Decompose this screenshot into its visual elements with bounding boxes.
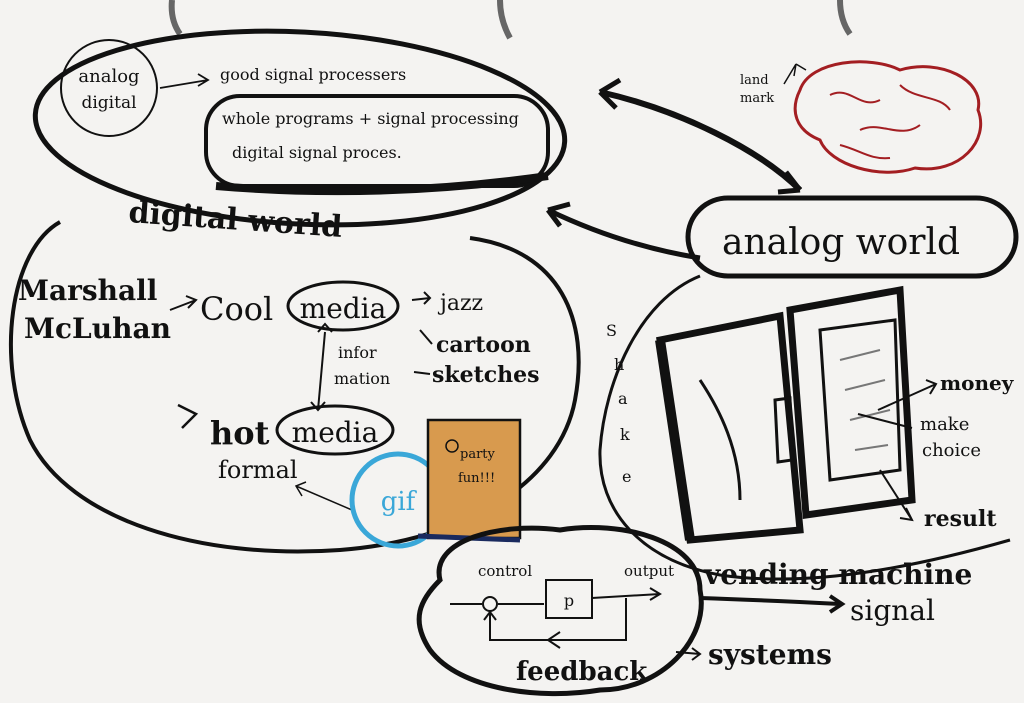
signal-text: signal [850,594,935,627]
hot-media-text: media [292,416,379,449]
shake-letter: e [622,467,631,486]
digital-world-outline [32,28,568,228]
vending-machine-title: vending machine [703,558,972,591]
sketches-text: sketches [432,362,540,388]
plant-box [545,579,593,619]
dsp-text: digital signal proces. [232,143,402,162]
gif-text: gif [381,487,418,517]
result-text: result [924,506,997,532]
card-party-text: party [460,447,496,462]
digital-world-title: digital world [127,195,343,245]
cartoon-text: cartoon [436,332,531,358]
analog-digital-circle [60,39,158,137]
feedback-text: feedback [516,657,648,687]
money-text: money [940,371,1015,395]
hot-text: hot [210,414,270,452]
choice-text: choice [922,440,981,461]
control-text: control [478,562,532,580]
circle-digital-text: digital [81,93,136,113]
shake-letter: a [618,389,628,408]
shake-letter: S [606,321,617,340]
arrow-to-jazz [411,291,432,305]
vending-machine-drawing [655,285,916,544]
cool-media-oval [286,280,400,332]
landmark-arrow [783,63,807,85]
make-text: make [920,414,969,435]
media-region-outline [8,220,581,554]
jazz-text: jazz [437,291,483,316]
arrow-to-signal [699,594,846,614]
p-text: p [564,591,574,610]
mcluhan-text: McLuhan [24,312,171,345]
information-arrow [310,322,333,412]
summing-junction [482,596,498,612]
hot-media-oval [275,404,395,456]
cool-media-text: media [300,292,387,325]
arrow-to-choice [857,413,913,429]
arrow-to-sketches [413,371,431,375]
feedback-arrowhead [546,631,561,649]
arrowhead-upper-left [598,77,622,110]
vending-region-outline [598,274,1011,581]
arrow-to-cartoon [419,329,433,345]
shake-letter: h [614,355,624,374]
analog-world-outline [685,195,1019,279]
landmark-text-2: mark [740,91,774,106]
shake-letters: S h a k e [606,321,631,486]
link-arrow-upper [599,89,803,193]
link-arrow-lower [546,207,701,261]
brain-icon [793,60,983,174]
arrowhead-upper-right [777,170,802,195]
arrow-to-systems [675,647,702,661]
infor-text: infor [338,343,377,362]
binder-rings [168,0,853,40]
whole-programs-text: whole programs + signal processing [222,109,519,128]
mation-text: mation [334,369,390,388]
card-fun-text: fun!!! [458,471,495,486]
arrow-to-formal [294,481,353,511]
programs-box-shadow [215,172,549,196]
cool-text: Cool [200,290,273,328]
party-card: party fun!!! [417,418,522,543]
systems-text: systems [708,638,832,671]
systems-blob-outline [416,525,704,697]
output-text: output [624,562,674,580]
formal-text: formal [218,456,298,484]
marshall-text: Marshall [18,274,157,307]
circle-analog-text: analog [78,66,139,87]
arrow-to-money [877,379,938,411]
arrow-to-hot [177,403,199,429]
arrow-to-cool [169,295,198,311]
forward-path [450,587,662,605]
analog-world-title: analog world [722,222,960,263]
good-signal-text: good signal processers [220,65,406,84]
landmark-text-1: land [740,73,769,88]
feedback-loop [483,598,627,641]
arrowhead-lower [546,201,571,228]
arrow-to-result [879,469,914,522]
programs-box [204,94,550,188]
arrow-to-signal-processors [159,73,210,89]
shake-letter: k [620,425,630,444]
